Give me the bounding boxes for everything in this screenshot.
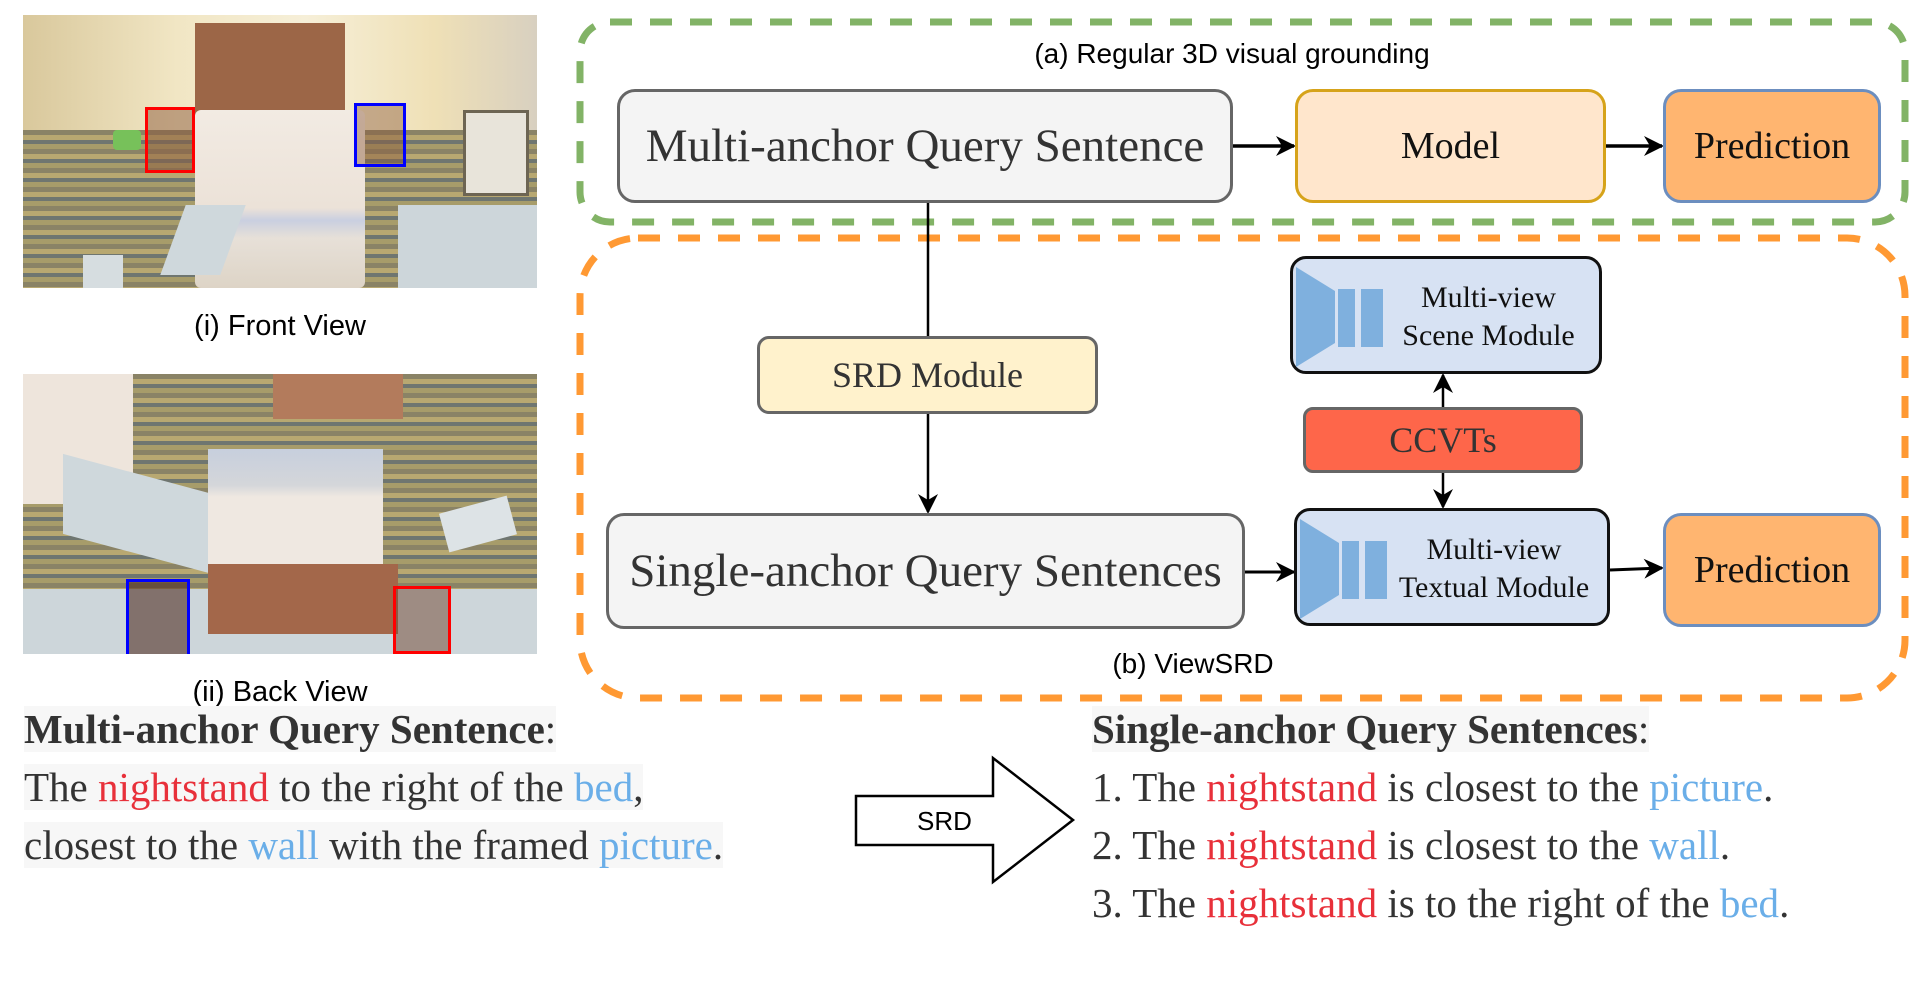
sentence-text: . [1719,822,1731,868]
sentence-text: 2. The [1092,822,1207,868]
multi-view-scene-module[interactable]: Multi-view Scene Module [1290,256,1602,374]
multi-anchor-title: Multi-anchor Query Sentence [24,706,545,752]
single-anchor-item-1: 1. The nightstand is closest to the pict… [1092,758,1789,816]
single-anchor-query-box[interactable]: Single-anchor Query Sentences [606,513,1245,629]
prediction-label-b: Prediction [1693,549,1851,591]
single-anchor-title: Single-anchor Query Sentences [1092,706,1638,752]
model-box[interactable]: Model [1295,89,1606,203]
title-colon: : [544,706,557,752]
sentence-text: is closest to the [1377,764,1650,810]
anchor-word: picture [599,822,713,868]
target-word: nightstand [1206,880,1378,926]
multi-anchor-line-2: closest to the wall with the framed pict… [24,816,724,874]
encoder-icon [1296,267,1383,367]
anchor-word: wall [1649,822,1720,868]
panel-a-border [576,18,1909,226]
sentence-text: is to the right of the [1377,880,1720,926]
single-anchor-sentence-block: Single-anchor Query Sentences: 1. The ni… [1092,700,1789,932]
anchor-word: wall [248,822,319,868]
scene-module-line2: Scene Module [1402,319,1575,352]
sentence-text: to the right of the [268,764,574,810]
title-colon: : [1637,706,1650,752]
model-label: Model [1400,125,1501,167]
srd-module-box[interactable]: SRD Module [757,336,1098,414]
multi-anchor-line-1: The nightstand to the right of the bed, [24,758,723,816]
sentence-text: is closest to the [1377,822,1650,868]
srd-arrow-label: SRD [917,806,972,836]
ccvts-box[interactable]: CCVTs [1303,407,1583,473]
sentence-text: . [712,822,724,868]
panel-b-label: (b) ViewSRD [1112,648,1274,679]
back-view-image [23,374,537,654]
sentence-text: closest to the [24,822,249,868]
sentence-text: 3. The [1092,880,1207,926]
scene-module-line1: Multi-view [1421,281,1556,314]
textual-module-line2: Textual Module [1398,571,1590,604]
target-bounding-box [145,107,195,173]
anchor-word: bed [574,764,634,810]
prediction-box-b[interactable]: Prediction [1663,513,1881,627]
anchor-word: picture [1649,764,1764,810]
front-view-caption: (i) Front View [194,310,366,342]
sentence-text: 1. The [1092,764,1207,810]
multi-anchor-query-label: Multi-anchor Query Sentence [645,120,1205,172]
panel-a-label: (a) Regular 3D visual grounding [1034,38,1430,69]
textual-module-line1: Multi-view [1426,533,1562,566]
ccvts-label: CCVTs [1389,420,1497,460]
target-word: nightstand [1206,764,1378,810]
srd-block-arrow[interactable] [854,755,1076,885]
encoder-icon [1300,519,1387,619]
arrow-textual-to-prediction [1609,558,1664,579]
anchor-word: bed [1719,880,1780,926]
prediction-label-a: Prediction [1693,125,1851,167]
target-bounding-box [393,586,451,654]
sentence-text: , [633,764,644,810]
multi-view-textual-module[interactable]: Multi-view Textual Module [1294,508,1610,626]
front-view-image [23,15,537,288]
sentence-text: . [1779,880,1790,926]
single-anchor-item-3: 3. The nightstand is to the right of the… [1092,874,1789,932]
anchor-bounding-box [354,103,406,167]
sentence-text: . [1763,764,1774,810]
single-anchor-query-label: Single-anchor Query Sentences [629,545,1222,597]
single-anchor-item-2: 2. The nightstand is closest to the wall… [1092,816,1789,874]
target-word: nightstand [98,764,269,810]
srd-module-label: SRD Module [831,355,1024,395]
back-view-caption: (ii) Back View [192,676,368,708]
target-word: nightstand [1206,822,1378,868]
sentence-text: The [24,764,98,810]
anchor-bounding-box [126,579,190,654]
prediction-box-a[interactable]: Prediction [1663,89,1881,203]
panel-b-border [576,234,1909,702]
sentence-text: with the framed [318,822,599,868]
multi-anchor-sentence-block: Multi-anchor Query Sentence: The nightst… [24,700,724,874]
multi-anchor-query-box[interactable]: Multi-anchor Query Sentence [617,89,1233,203]
